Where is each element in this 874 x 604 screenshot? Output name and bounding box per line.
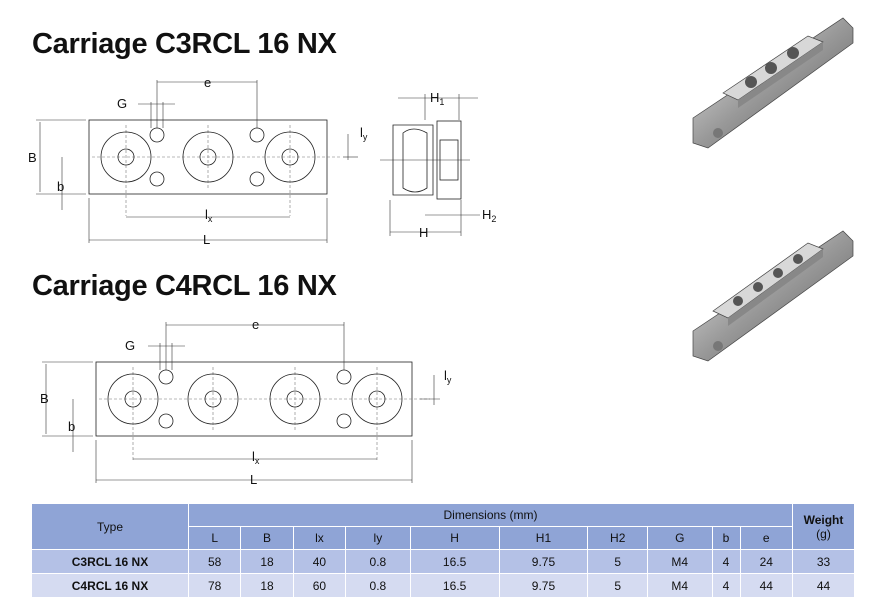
- label-G: G: [117, 96, 127, 111]
- cell: 5: [587, 549, 649, 574]
- label-lx: lx: [205, 207, 213, 224]
- col-H: H: [409, 526, 500, 550]
- label-ly-2: ly: [444, 368, 452, 385]
- cell: 18: [240, 549, 294, 574]
- cell: 60: [292, 573, 347, 598]
- cell: 4: [711, 549, 741, 574]
- cell: 24: [739, 549, 794, 574]
- label-L: L: [203, 232, 210, 247]
- cell-type: C3RCL 16 NX: [31, 549, 189, 574]
- label-B-2: B: [40, 391, 49, 406]
- label-ly: ly: [360, 125, 368, 142]
- label-e: e: [204, 75, 211, 90]
- cell: 18: [240, 573, 294, 598]
- title-c4rcl: Carriage C4RCL 16 NX: [32, 270, 337, 302]
- cell-weight: 33: [792, 549, 855, 574]
- cell: 16.5: [409, 573, 500, 598]
- label-H1: H1: [430, 90, 444, 107]
- weight-header: Weight(g): [792, 503, 855, 550]
- cell: M4: [647, 549, 713, 574]
- cell: M4: [647, 573, 713, 598]
- label-lx-2: lx: [252, 449, 260, 466]
- cell: 44: [739, 573, 794, 598]
- cell: 9.75: [498, 573, 589, 598]
- type-header: Type: [31, 503, 189, 550]
- label-B: B: [28, 150, 37, 165]
- table-row: C4RCL 16 NX 78 18 60 0.8 16.5 9.75 5 M4 …: [31, 573, 855, 598]
- cell: 58: [187, 549, 242, 574]
- cell: 78: [187, 573, 242, 598]
- cell: 0.8: [345, 573, 411, 598]
- label-b-2: b: [68, 419, 75, 434]
- title-c3rcl: Carriage C3RCL 16 NX: [32, 28, 337, 60]
- cell-type: C4RCL 16 NX: [31, 573, 189, 598]
- col-e: e: [739, 526, 794, 550]
- col-lx: lx: [292, 526, 347, 550]
- cell: 16.5: [409, 549, 500, 574]
- dimensions-table: Type Dimensions (mm) Weight(g) L B lx ly…: [31, 503, 855, 598]
- col-G: G: [647, 526, 713, 550]
- label-G-2: G: [125, 338, 135, 353]
- c3rcl-top-view-drawing: e G B b lx L ly H1 H H2: [28, 75, 496, 247]
- cell: 9.75: [498, 549, 589, 574]
- label-L-2: L: [250, 472, 257, 487]
- cell: 0.8: [345, 549, 411, 574]
- c3rcl-product-photo: [692, 17, 854, 149]
- cell-weight: 44: [792, 573, 855, 598]
- table-row: C3RCL 16 NX 58 18 40 0.8 16.5 9.75 5 M4 …: [31, 549, 855, 574]
- col-L: L: [187, 526, 242, 550]
- cell: 4: [711, 573, 741, 598]
- col-H1: H1: [498, 526, 589, 550]
- c4rcl-product-photo: [692, 230, 854, 362]
- col-b: b: [711, 526, 741, 550]
- dimensions-header: Dimensions (mm): [188, 503, 793, 527]
- col-H2: H2: [587, 526, 649, 550]
- cell: 40: [292, 549, 347, 574]
- c4rcl-top-view-drawing: e G B b lx L ly: [40, 317, 452, 487]
- col-ly: ly: [345, 526, 411, 550]
- col-B: B: [240, 526, 294, 550]
- label-H: H: [419, 225, 428, 240]
- label-H2: H2: [482, 207, 496, 224]
- cell: 5: [587, 573, 649, 598]
- label-e-2: e: [252, 317, 259, 332]
- label-b: b: [57, 179, 64, 194]
